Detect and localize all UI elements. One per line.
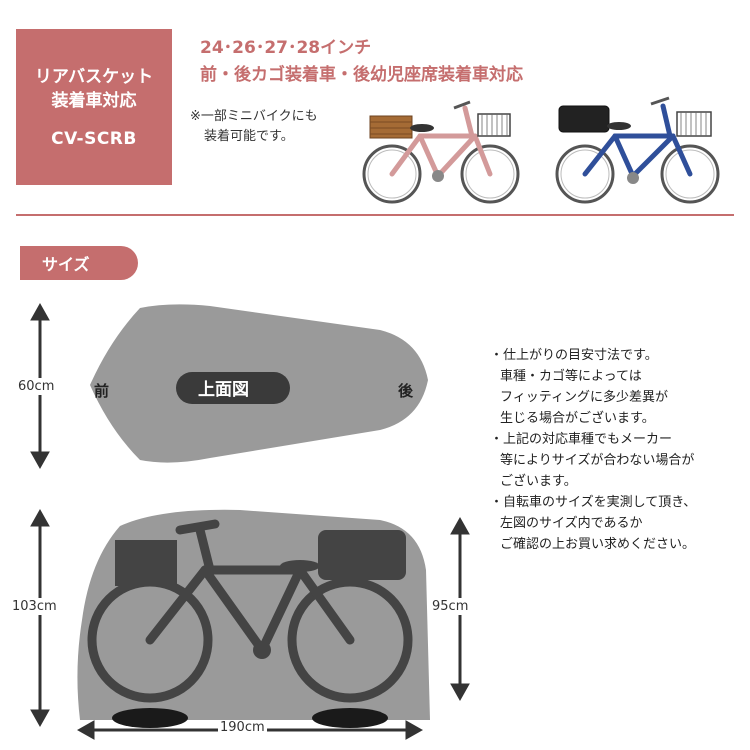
note-line: ・仕上がりの目安寸法です。 bbox=[490, 348, 658, 363]
size-section-tab: サイズ bbox=[20, 246, 138, 280]
note-line: 等によりサイズが合わない場合が bbox=[500, 453, 695, 468]
rear-basket-silhouette bbox=[318, 530, 406, 580]
note-line: 生じる場合がございます。 bbox=[500, 411, 655, 426]
pink-bicycle-image bbox=[362, 100, 520, 204]
top-view-label: 上面図 bbox=[198, 380, 249, 400]
note-line: ご確認の上お買い求めください。 bbox=[500, 537, 696, 552]
front-label: 前 bbox=[94, 382, 110, 400]
compatibility-heading: 前・後カゴ装着車・後幼児座席装着車対応 bbox=[200, 65, 523, 85]
badge-line-1: リアバスケット bbox=[34, 67, 154, 87]
section-divider bbox=[16, 214, 734, 216]
mini-bike-note: ※一部ミニバイクにも 装着可能です。 bbox=[190, 107, 318, 147]
note-line: ございます。 bbox=[500, 474, 577, 489]
length-dimension-label: 190cm bbox=[218, 720, 267, 735]
front-height-dimension-label: 103cm bbox=[12, 598, 57, 615]
mini-note-line-1: ※一部ミニバイクにも bbox=[190, 109, 318, 124]
badge-line-2: 装着車対応 bbox=[51, 91, 137, 111]
rear-label: 後 bbox=[398, 382, 414, 400]
front-basket-silhouette bbox=[115, 540, 177, 586]
blue-bicycle-image bbox=[555, 96, 720, 204]
width-dimension-label: 60cm bbox=[18, 378, 55, 395]
note-line: ・自転車のサイズを実測して頂き、 bbox=[490, 495, 697, 510]
wheel-sizes-heading: 24･26･27･28インチ bbox=[200, 38, 372, 58]
note-line: 車種・カゴ等によっては bbox=[500, 369, 642, 384]
mini-note-line-2: 装着可能です。 bbox=[204, 129, 294, 144]
model-number: CV-SCRB bbox=[51, 129, 137, 149]
top-view-label-pill bbox=[176, 372, 290, 404]
rear-height-dimension-label: 95cm bbox=[432, 598, 469, 615]
front-height-dimension-arrow bbox=[30, 508, 50, 728]
side-view-diagram bbox=[30, 508, 470, 740]
size-notes: ・仕上がりの目安寸法です。 車種・カゴ等によっては フィッティングに多少差異が … bbox=[490, 345, 696, 555]
note-line: フィッティングに多少差異が bbox=[500, 390, 668, 405]
note-line: ・上記の対応車種でもメーカー bbox=[490, 432, 673, 447]
note-line: 左図のサイズ内であるか bbox=[500, 516, 643, 531]
product-badge: リアバスケット 装着車対応 CV-SCRB bbox=[16, 29, 172, 185]
